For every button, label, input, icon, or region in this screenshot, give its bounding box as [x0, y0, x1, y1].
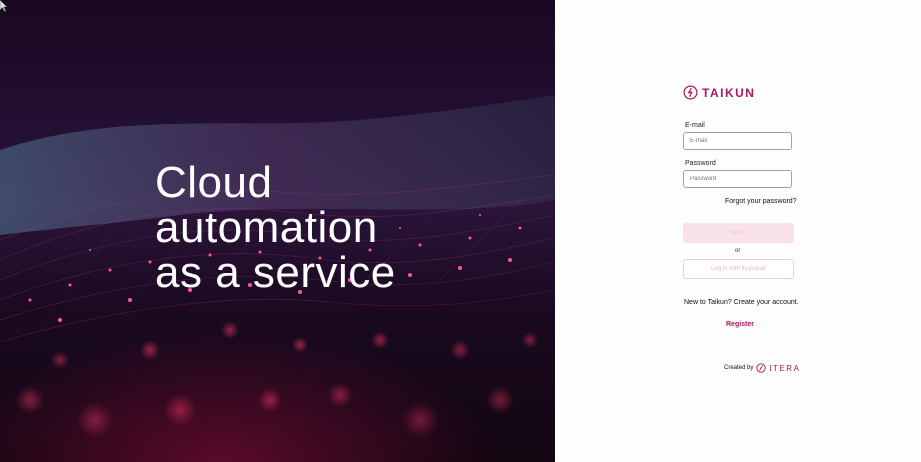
hero-panel: Cloud automation as a service [0, 0, 555, 462]
signup-prompt: New to Taikun? Create your account. [684, 299, 799, 306]
taikun-logo: TAIKUN [683, 85, 755, 100]
sign-in-button[interactable]: Sign in [683, 223, 794, 243]
password-label: Password [685, 160, 716, 167]
created-by: Created by ITERA [724, 363, 800, 373]
email-field[interactable] [683, 132, 792, 150]
hero-background-graphic [0, 95, 555, 438]
email-label: E-mail [685, 122, 705, 129]
hero-headline: Cloud automation as a service [155, 160, 396, 295]
forgot-password-link[interactable]: Forgot your password? [725, 198, 797, 205]
mouse-cursor-icon [0, 0, 8, 12]
or-divider: or [735, 248, 741, 254]
created-by-label: Created by [724, 365, 754, 371]
brand-name: TAIKUN [702, 85, 756, 100]
password-field[interactable] [683, 170, 792, 188]
itera-logo-icon [756, 363, 767, 373]
taikun-logo-icon [683, 85, 698, 100]
register-link[interactable]: Register [726, 321, 755, 328]
hero-line-2: automation [155, 203, 378, 252]
creator-name: ITERA [769, 363, 801, 373]
hero-line-1: Cloud [155, 158, 273, 207]
hero-line-3: as a service [155, 248, 396, 297]
keycloak-login-button[interactable]: Log in with Keycloak [683, 259, 794, 279]
